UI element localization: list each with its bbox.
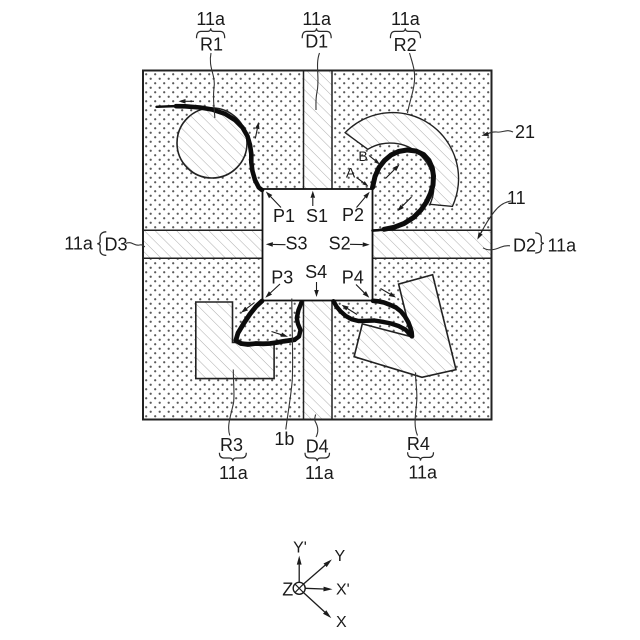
svg-text:11a: 11a [64,233,94,253]
svg-text:S2: S2 [329,233,351,253]
svg-text:R1: R1 [200,35,223,55]
svg-text:Y: Y [335,548,346,565]
svg-text:R2: R2 [394,35,417,55]
svg-text:B: B [358,148,367,164]
svg-text:P2: P2 [342,205,364,225]
svg-text:11: 11 [507,188,526,208]
svg-text:Z: Z [282,580,293,600]
svg-text:21: 21 [515,122,535,142]
svg-text:Y': Y' [293,540,307,557]
svg-text:11a: 11a [196,9,226,29]
svg-text:S4: S4 [305,262,327,282]
svg-text:11a: 11a [548,235,578,255]
svg-text:R4: R4 [407,434,430,454]
svg-text:R3: R3 [220,435,243,455]
svg-text:11a: 11a [302,9,332,29]
svg-text:S3: S3 [285,233,307,253]
svg-text:11a: 11a [219,463,249,483]
svg-text:11a: 11a [408,463,438,483]
svg-text:11a: 11a [391,9,421,29]
svg-text:D3: D3 [105,235,128,255]
svg-text:D2: D2 [513,235,536,255]
svg-text:1b: 1b [274,429,294,449]
svg-text:X: X [336,614,347,631]
svg-text:D1: D1 [305,31,328,51]
svg-text:A: A [346,165,356,181]
svg-text:P1: P1 [273,206,295,226]
svg-text:S1: S1 [306,206,328,226]
svg-text:D4: D4 [306,437,329,457]
svg-text:X': X' [336,582,350,599]
svg-text:11a: 11a [305,463,335,483]
svg-text:P4: P4 [342,267,364,287]
svg-text:P3: P3 [271,267,293,287]
